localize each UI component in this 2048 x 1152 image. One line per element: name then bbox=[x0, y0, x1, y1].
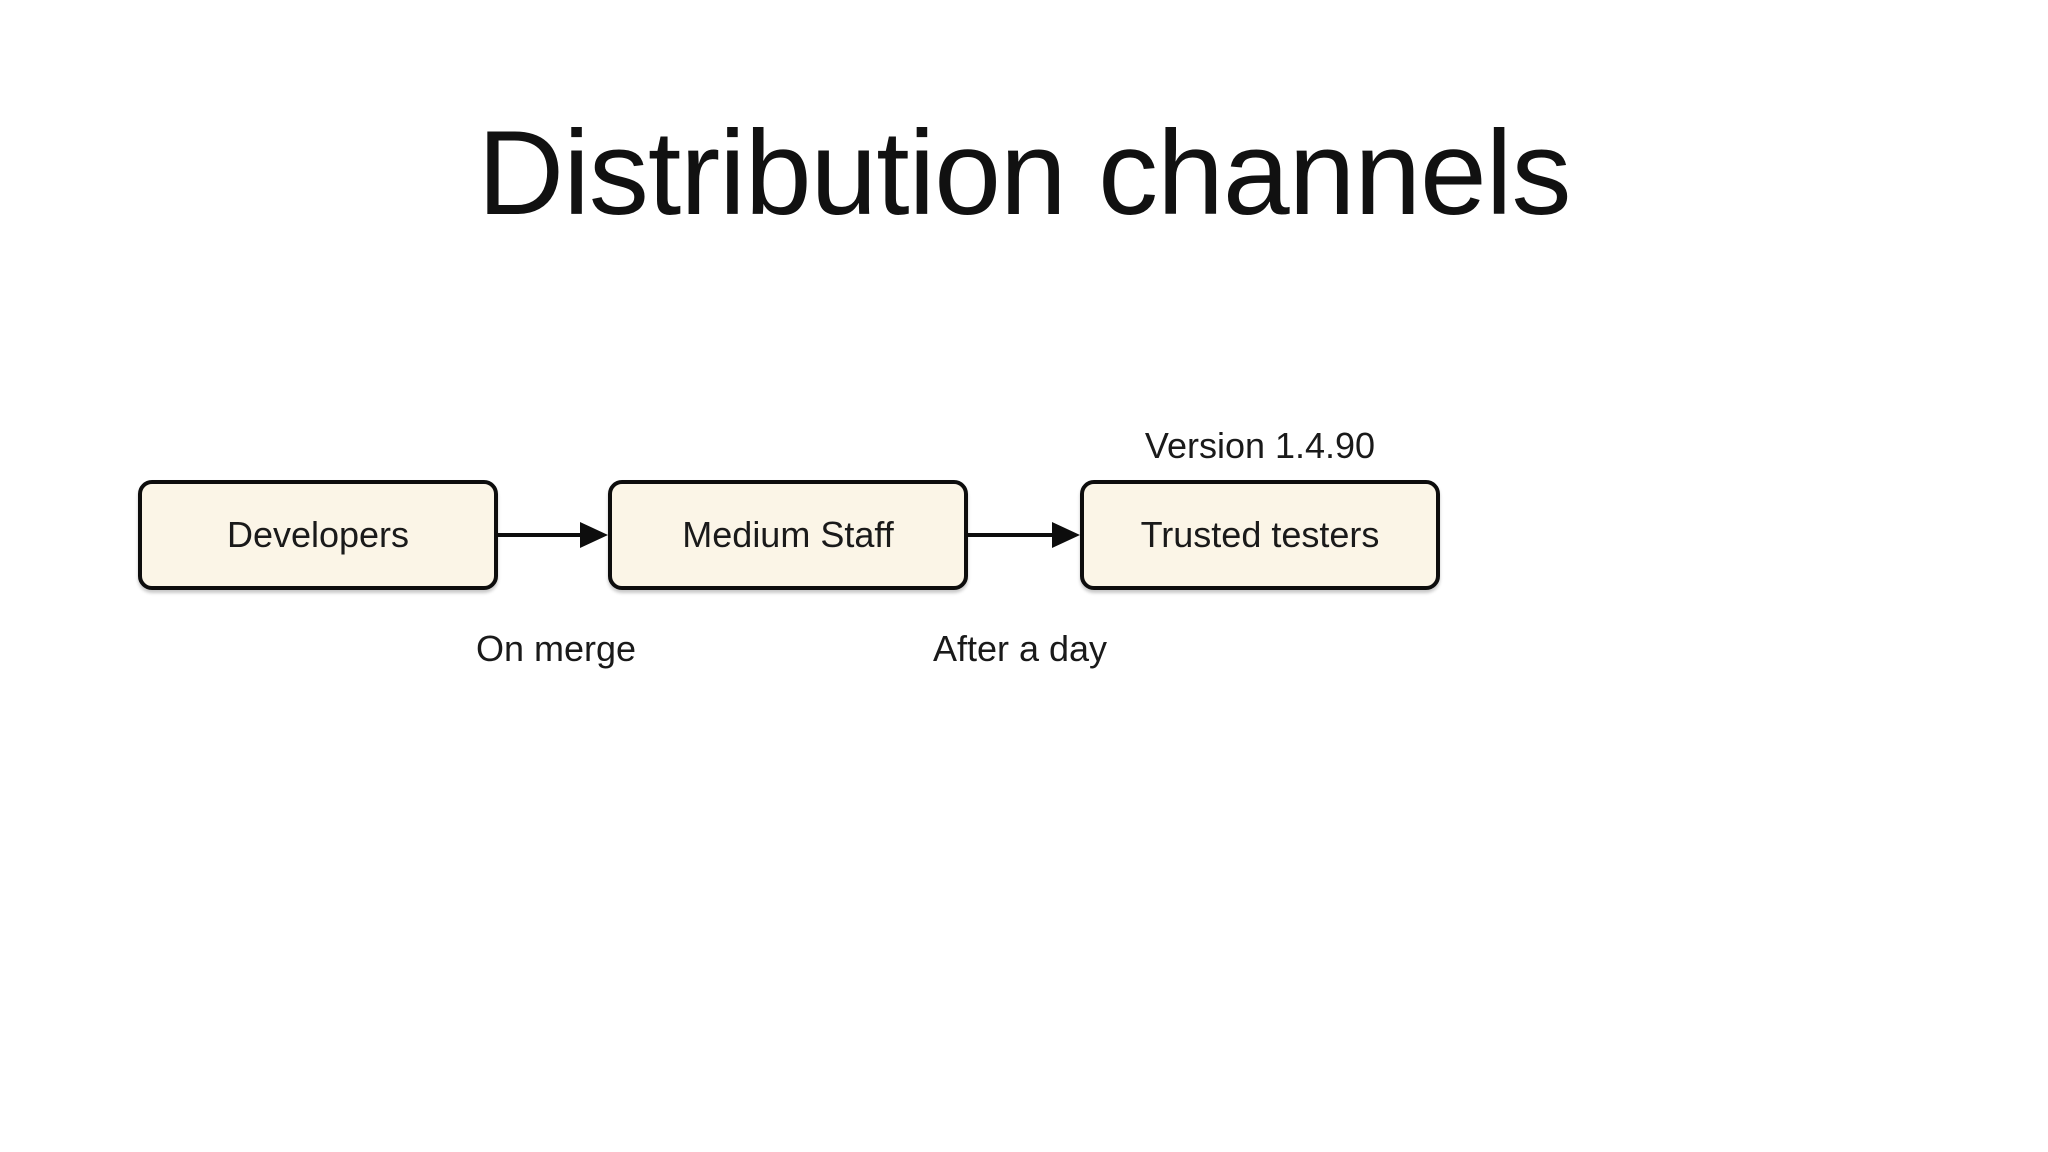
node-medium-staff-label: Medium Staff bbox=[682, 514, 894, 555]
arrow-line bbox=[498, 533, 580, 537]
arrowhead-right-icon bbox=[580, 522, 608, 548]
node-medium-staff: Medium Staff bbox=[608, 480, 968, 590]
version-annotation: Version 1.4.90 bbox=[1144, 425, 1376, 466]
arrow-medium-staff-to-trusted-testers bbox=[968, 522, 1080, 548]
edge-label-after-a-day: After a day bbox=[932, 628, 1108, 669]
node-developers-label: Developers bbox=[226, 514, 410, 555]
node-trusted-testers: Trusted testers bbox=[1080, 480, 1440, 590]
slide-title: Distribution channels bbox=[477, 106, 1572, 240]
node-developers: Developers bbox=[138, 480, 498, 590]
edge-label-on-merge: On merge bbox=[475, 628, 637, 669]
arrowhead-right-icon bbox=[1052, 522, 1080, 548]
node-trusted-testers-label: Trusted testers bbox=[1140, 514, 1380, 555]
arrow-developers-to-medium-staff bbox=[498, 522, 608, 548]
arrow-line bbox=[968, 533, 1052, 537]
